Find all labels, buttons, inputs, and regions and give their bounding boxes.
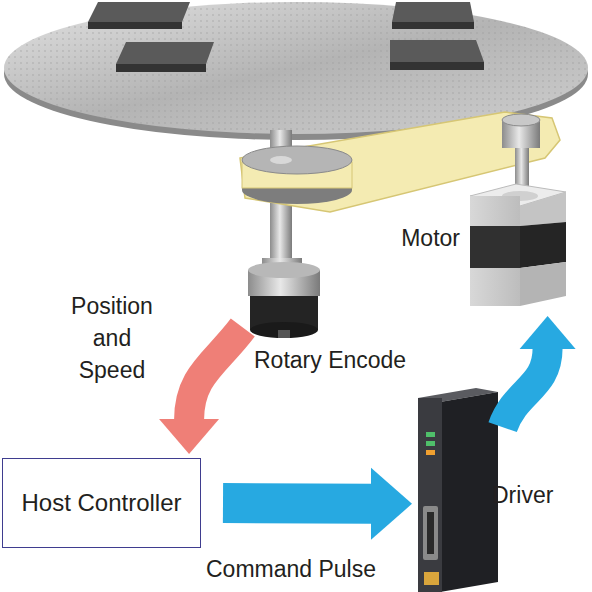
- work-piece: [116, 64, 206, 72]
- part-label: Rotary Encode: [254, 346, 444, 374]
- flow-arrow: [223, 468, 412, 540]
- status-led: [426, 441, 435, 446]
- edge-label: Command Pulse: [206, 553, 416, 585]
- work-piece: [390, 62, 484, 70]
- pulley-top: [242, 146, 352, 174]
- motor-pulley-top: [502, 114, 540, 126]
- work-piece: [392, 22, 474, 29]
- part-label: Motor: [376, 224, 460, 252]
- encoder-illustration: [248, 258, 320, 338]
- terminal-block: [424, 572, 439, 585]
- io-connector: [427, 512, 434, 554]
- process-box: Host Controller: [2, 458, 201, 548]
- arrow-head: [520, 316, 576, 349]
- work-piece: [116, 42, 214, 64]
- status-led: [426, 450, 435, 455]
- arrow-head: [371, 468, 412, 540]
- driver-node: Driver: [418, 385, 500, 592]
- work-piece: [88, 22, 182, 29]
- arrow-body: [189, 328, 243, 420]
- motor-illustration: [470, 184, 566, 306]
- encoder-bottom: [250, 322, 318, 338]
- io-connector: [423, 506, 438, 560]
- flow-arrow: [503, 316, 576, 427]
- arrow-body: [223, 483, 372, 524]
- motor-front: [470, 196, 520, 226]
- motor-node: Motor: [466, 188, 568, 308]
- driver-front: [418, 398, 442, 592]
- motor-front: [470, 226, 520, 268]
- edge-label: Position and Speed: [62, 290, 162, 386]
- motor-front: [470, 268, 520, 306]
- part-label: Driver: [492, 481, 572, 509]
- motor-side: [520, 222, 566, 268]
- work-piece: [390, 40, 484, 62]
- pulley: [242, 146, 352, 204]
- motor-pulley: [502, 114, 540, 194]
- work-piece: [392, 2, 474, 22]
- driver-illustration: [418, 388, 498, 592]
- status-led: [426, 432, 435, 437]
- arrow-head: [159, 419, 219, 454]
- motor-side: [520, 192, 566, 226]
- encoder-top: [248, 262, 320, 278]
- shaft-hub: [270, 156, 292, 164]
- work-pieces: [88, 2, 484, 72]
- arrow-body: [503, 348, 548, 427]
- box-label: Host Controller: [21, 489, 181, 517]
- flow-arrow: [159, 328, 243, 454]
- work-piece: [88, 2, 190, 22]
- encoder-connector: [278, 330, 290, 338]
- encoder-node: Rotary Encode: [244, 258, 322, 338]
- motor-side: [520, 262, 566, 306]
